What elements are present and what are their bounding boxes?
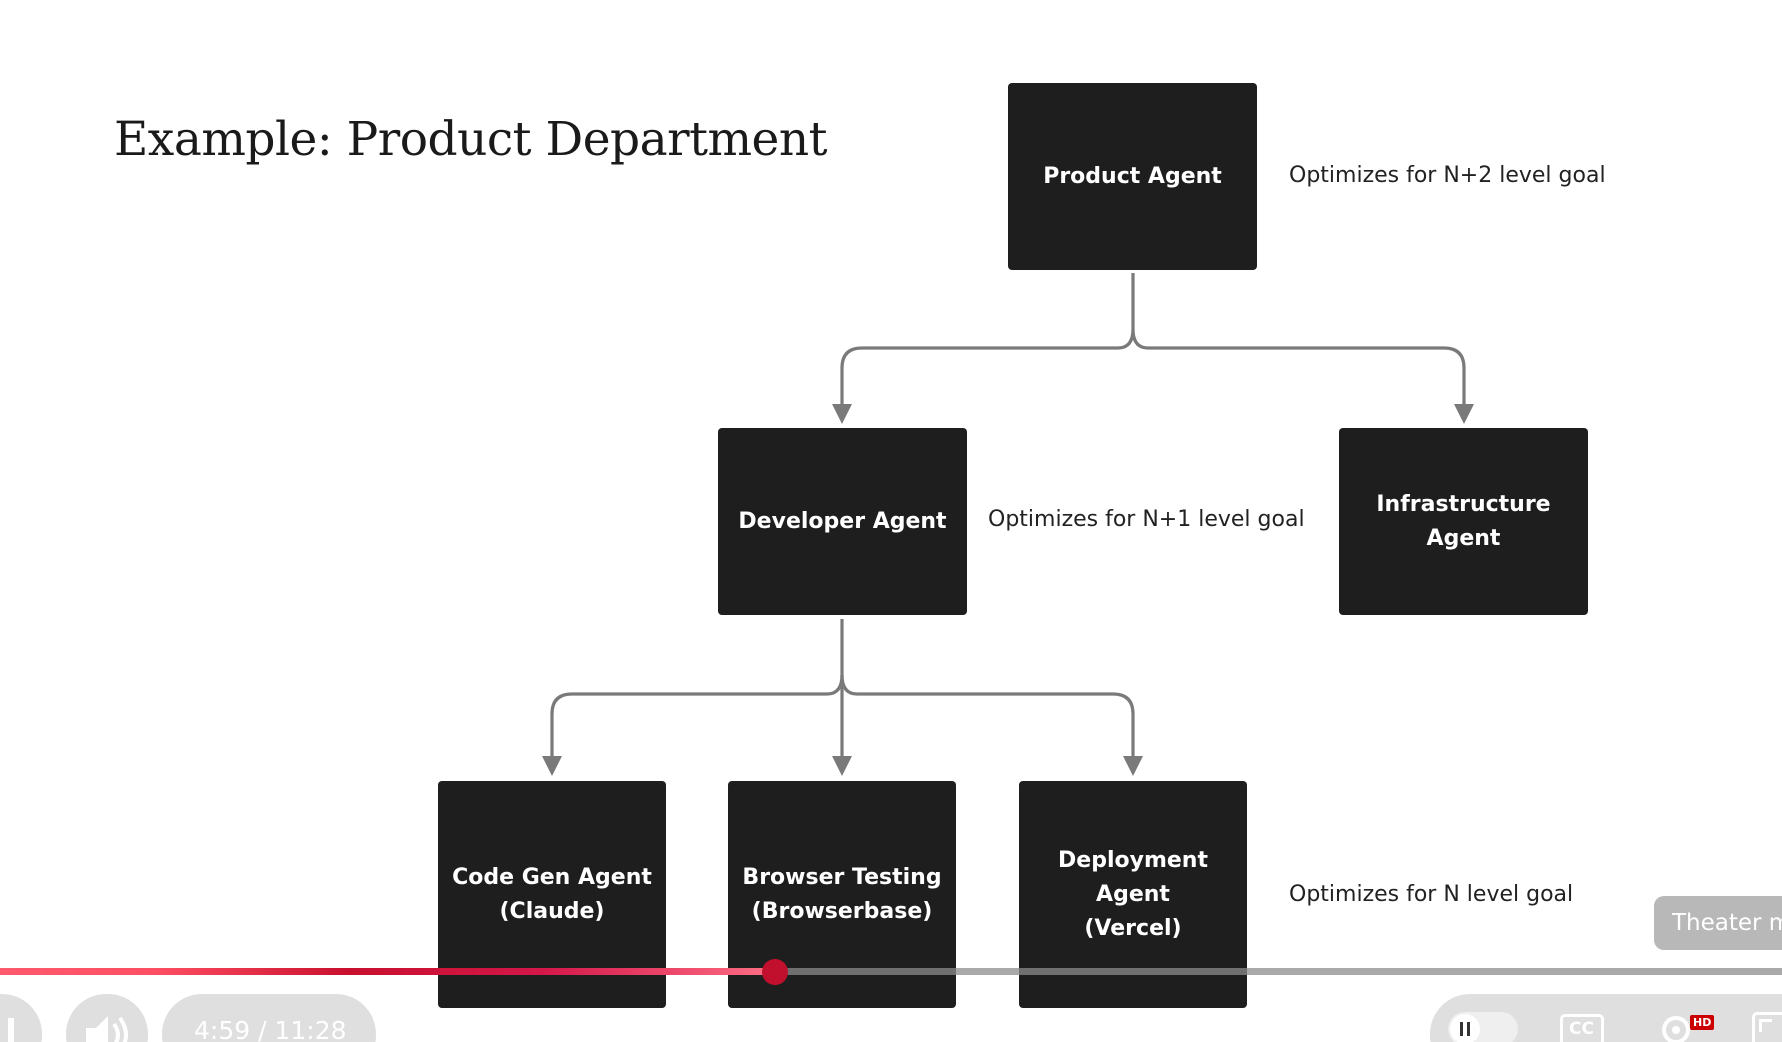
theater-icon xyxy=(1759,1019,1772,1032)
settings-icon xyxy=(1662,1016,1690,1042)
progress-scrubber[interactable] xyxy=(762,959,788,985)
time-display-pill: 4:59 / 11:28 xyxy=(162,994,376,1042)
infrastructure-agent-box: Infrastructure Agent xyxy=(1339,428,1588,615)
connector-developer-trunk-right xyxy=(840,674,858,696)
note-n-plus-2: Optimizes for N+2 level goal xyxy=(1289,163,1606,188)
browser-testing-label-line2: (Browserbase) xyxy=(751,898,933,924)
deployment-agent-label-line3: (Vercel) xyxy=(1084,915,1182,941)
captions-button[interactable]: CC xyxy=(1560,1014,1604,1042)
play-icon xyxy=(8,1018,14,1042)
captions-icon: CC xyxy=(1569,1019,1594,1039)
arrowhead-browser xyxy=(832,756,852,776)
arrowhead-codegen xyxy=(542,756,562,776)
developer-agent-label: Developer Agent xyxy=(738,508,947,534)
progress-played xyxy=(0,968,775,975)
codegen-agent-label-line2: (Claude) xyxy=(499,898,605,924)
note-n: Optimizes for N level goal xyxy=(1289,882,1574,907)
volume-icon xyxy=(86,1016,128,1042)
product-agent-label: Product Agent xyxy=(1043,163,1222,189)
slide-title: Example: Product Department xyxy=(114,112,828,167)
connector-to-codegen xyxy=(550,692,827,762)
play-button[interactable] xyxy=(0,994,42,1042)
connector-product-trunk-right xyxy=(1131,328,1149,350)
developer-agent-box: Developer Agent xyxy=(718,428,967,615)
connector-developer-trunk xyxy=(826,619,844,696)
arrowhead-developer xyxy=(832,404,852,424)
codegen-agent-label-line1: Code Gen Agent xyxy=(452,864,652,890)
connector-to-deployment xyxy=(857,692,1135,762)
volume-button[interactable] xyxy=(66,994,148,1042)
connector-to-developer xyxy=(840,346,1118,412)
deployment-agent-label-line2: Agent xyxy=(1096,881,1170,907)
connector-product-trunk xyxy=(1117,273,1135,350)
infrastructure-agent-label-line2: Agent xyxy=(1426,525,1501,551)
time-display: 4:59 / 11:28 xyxy=(194,1016,347,1042)
note-n-plus-1: Optimizes for N+1 level goal xyxy=(988,507,1305,532)
theater-button[interactable] xyxy=(1752,1012,1782,1042)
arrowhead-infrastructure xyxy=(1454,404,1474,424)
connector-to-infrastructure xyxy=(1148,346,1466,412)
hd-badge: HD xyxy=(1690,1015,1715,1030)
settings-button[interactable] xyxy=(1656,1010,1696,1042)
infrastructure-agent-label-line1: Infrastructure xyxy=(1376,491,1551,517)
autoplay-toggle[interactable] xyxy=(1448,1012,1518,1042)
theater-mode-tooltip: Theater mode (t) xyxy=(1654,896,1782,950)
pause-icon xyxy=(1450,1014,1480,1042)
deployment-agent-label-line1: Deployment xyxy=(1058,847,1208,873)
product-agent-box: Product Agent xyxy=(1008,83,1257,270)
arrowhead-deployment xyxy=(1123,756,1143,776)
browser-testing-label-line1: Browser Testing xyxy=(742,864,942,890)
